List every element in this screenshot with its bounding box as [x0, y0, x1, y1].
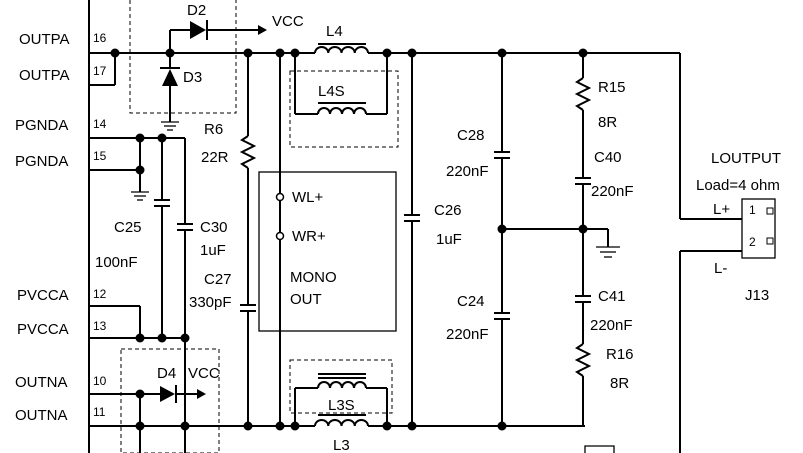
- lminus-label: L-: [714, 260, 727, 277]
- d2-d3-dashed-outline: [129, 0, 237, 114]
- pin-14-number: 14: [93, 117, 107, 131]
- connector-j13: LOUTPUT Load=4 ohm L+ L- 1 2 J13: [679, 150, 781, 453]
- capacitor-c41: C41 220nF: [575, 288, 633, 344]
- r6-value: 22R: [201, 149, 229, 166]
- capacitor-c27: C27 330pF: [189, 271, 256, 425]
- diode-d3: D3: [160, 53, 202, 122]
- pin-15-number: 15: [93, 149, 107, 163]
- c27-value: 330pF: [189, 294, 232, 311]
- pin-14-name: PGNDA: [15, 117, 68, 134]
- c24-value: 220nF: [446, 326, 489, 343]
- load-label: Load=4 ohm: [696, 177, 780, 194]
- l3-label: L3: [333, 437, 350, 453]
- pin-13-name: PVCCA: [17, 321, 69, 338]
- loutput-title: LOUTPUT: [711, 150, 781, 167]
- c41-value: 220nF: [590, 317, 633, 334]
- out-label: OUT: [290, 291, 322, 308]
- l4-label: L4: [326, 23, 343, 40]
- pin-11-name: OUTNA: [15, 407, 68, 424]
- c30-label: C30: [200, 219, 228, 236]
- resistor-r6: R6 22R: [201, 53, 257, 305]
- diode-d4: D4: [140, 365, 206, 403]
- l4s-label: L4S: [318, 83, 345, 100]
- mono-jumper: WL+ WR+ MONO OUT: [275, 189, 337, 308]
- pin-10-name: OUTNA: [15, 374, 68, 391]
- capacitor-c25: C25 100nF: [95, 199, 170, 338]
- r16-value: 8R: [610, 375, 629, 392]
- c25-value: 100nF: [95, 254, 138, 271]
- c26-label: C26: [434, 202, 462, 219]
- c40-label: C40: [594, 149, 622, 166]
- r6-label: R6: [204, 121, 223, 138]
- d3-label: D3: [183, 69, 202, 86]
- j13-label: J13: [745, 287, 769, 304]
- mono-label: MONO: [290, 269, 337, 286]
- pin-17-number: 17: [93, 64, 107, 78]
- l3s-label: L3S: [328, 397, 355, 414]
- r15-value: 8R: [598, 114, 617, 131]
- c40-value: 220nF: [591, 183, 634, 200]
- pin-10-number: 10: [93, 374, 107, 388]
- c41-label: C41: [598, 288, 626, 305]
- capacitor-c40: C40 220nF: [575, 149, 634, 296]
- junction-dots: [110, 48, 588, 431]
- capacitor-c26: C26 1uF: [404, 53, 462, 426]
- pin-16-name: OUTPA: [19, 31, 70, 48]
- pin-12-name: PVCCA: [17, 287, 69, 304]
- diode-d2: D2: [169, 2, 267, 53]
- lplus-label: L+: [713, 201, 730, 218]
- pin-11-number: 11: [93, 405, 106, 419]
- c27-label: C27: [204, 271, 232, 288]
- pin-15-name: PGNDA: [15, 153, 68, 170]
- wr-plus-label: WR+: [292, 228, 326, 245]
- capacitor-c28: C28 220nF: [446, 53, 510, 229]
- mono-out-jumper-box: [258, 171, 397, 332]
- j13-pin1: 1: [749, 203, 756, 217]
- resistor-r16: R16 8R: [574, 343, 634, 426]
- d4-label: D4: [157, 365, 176, 382]
- pin-13-number: 13: [93, 319, 107, 333]
- center-ground-net: [502, 228, 620, 258]
- inductor-l3s: L3S: [294, 373, 388, 426]
- ic-pin-labels: OUTPA 16 OUTPA 17 PGNDA 14 PGNDA 15 PVCC…: [15, 31, 107, 424]
- resistor-r15: R15 8R: [574, 53, 626, 178]
- inductor-l3: L3: [314, 414, 369, 453]
- wl-plus-label: WL+: [292, 189, 324, 206]
- c26-value: 1uF: [436, 231, 462, 248]
- inductor-l4: L4: [314, 23, 369, 54]
- pin-17-name: OUTPA: [19, 67, 70, 84]
- l4s-dashed-outline: [289, 70, 399, 148]
- c25-label: C25: [114, 219, 142, 236]
- c28-value: 220nF: [446, 163, 489, 180]
- d2-label: D2: [187, 2, 206, 19]
- d4-dashed-outline: [120, 348, 220, 453]
- inductor-l4s: L4S: [294, 53, 388, 115]
- c24-label: C24: [457, 293, 485, 310]
- pin-16-number: 16: [93, 31, 107, 45]
- c30-value: 1uF: [200, 242, 226, 259]
- capacitor-c24: C24 220nF: [446, 229, 510, 426]
- r15-label: R15: [598, 79, 626, 96]
- c28-label: C28: [457, 127, 485, 144]
- vcc-top-label: VCC: [272, 13, 304, 30]
- partial-component-outline: [584, 445, 615, 453]
- r16-label: R16: [606, 346, 634, 363]
- vcc-bottom-label: VCC: [188, 365, 220, 382]
- j13-pin2: 2: [749, 235, 756, 249]
- l3s-dashed-outline: [289, 359, 393, 414]
- pin-12-number: 12: [93, 287, 107, 301]
